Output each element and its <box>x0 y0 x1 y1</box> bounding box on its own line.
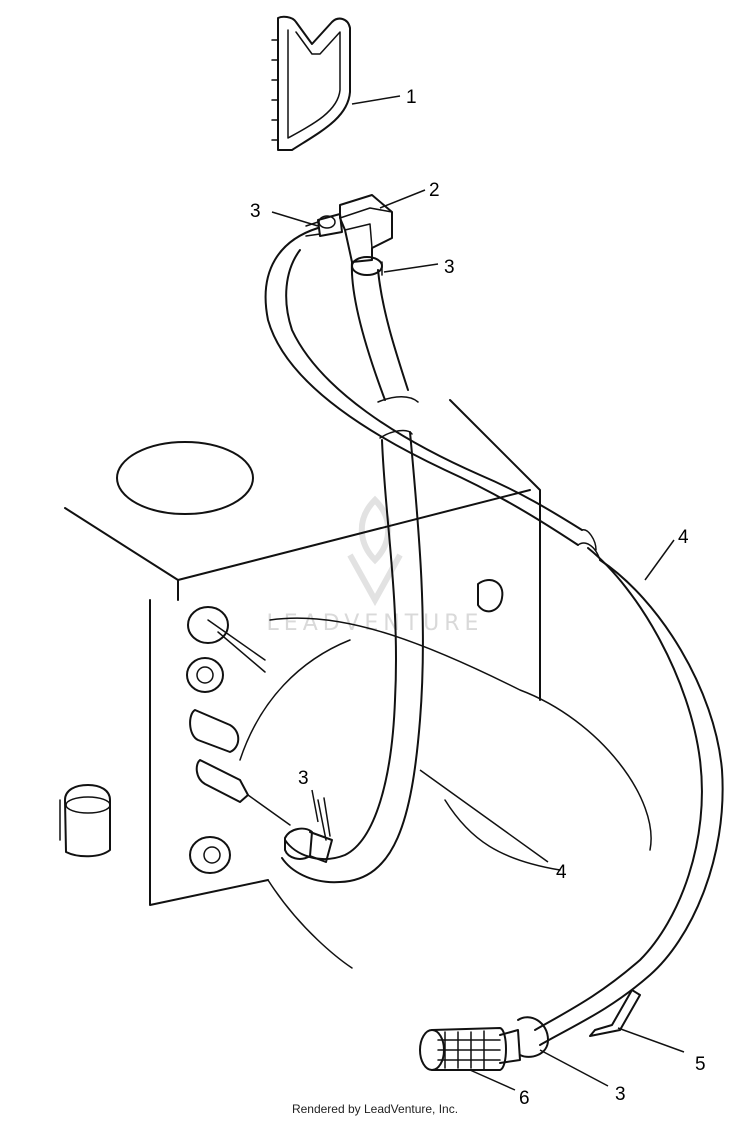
part-1-clip <box>271 15 351 151</box>
part-5-bracket <box>589 989 641 1037</box>
callout-6: 6 <box>519 1088 530 1109</box>
leadventure-watermark: LEADVENTURE <box>267 495 484 636</box>
callout-5: 5 <box>695 1054 706 1075</box>
callout-3-middle: 3 <box>298 768 309 789</box>
part-6-filter <box>419 1016 549 1071</box>
callout-3-upper-left: 3 <box>250 201 261 222</box>
watermark-text: LEADVENTURE <box>267 611 484 636</box>
part-2-elbow-fitting <box>305 194 393 263</box>
callout-3-upper-right: 3 <box>444 257 455 278</box>
callout-3-bottom: 3 <box>615 1084 626 1105</box>
callout-4-right: 4 <box>678 527 689 548</box>
callout-4-lower: 4 <box>556 862 567 883</box>
leader-lines <box>271 95 685 1091</box>
part-3-clamp-upper <box>318 215 383 276</box>
part-3-clamp-lower <box>284 797 333 863</box>
footer-credit: Rendered by LeadVenture, Inc. <box>291 1102 459 1116</box>
callouts: 1 2 3 3 4 3 4 5 3 6 <box>250 87 706 1109</box>
tank <box>59 399 652 969</box>
callout-1: 1 <box>406 87 417 108</box>
callout-2: 2 <box>429 180 440 201</box>
part-4-hose <box>264 227 724 1046</box>
